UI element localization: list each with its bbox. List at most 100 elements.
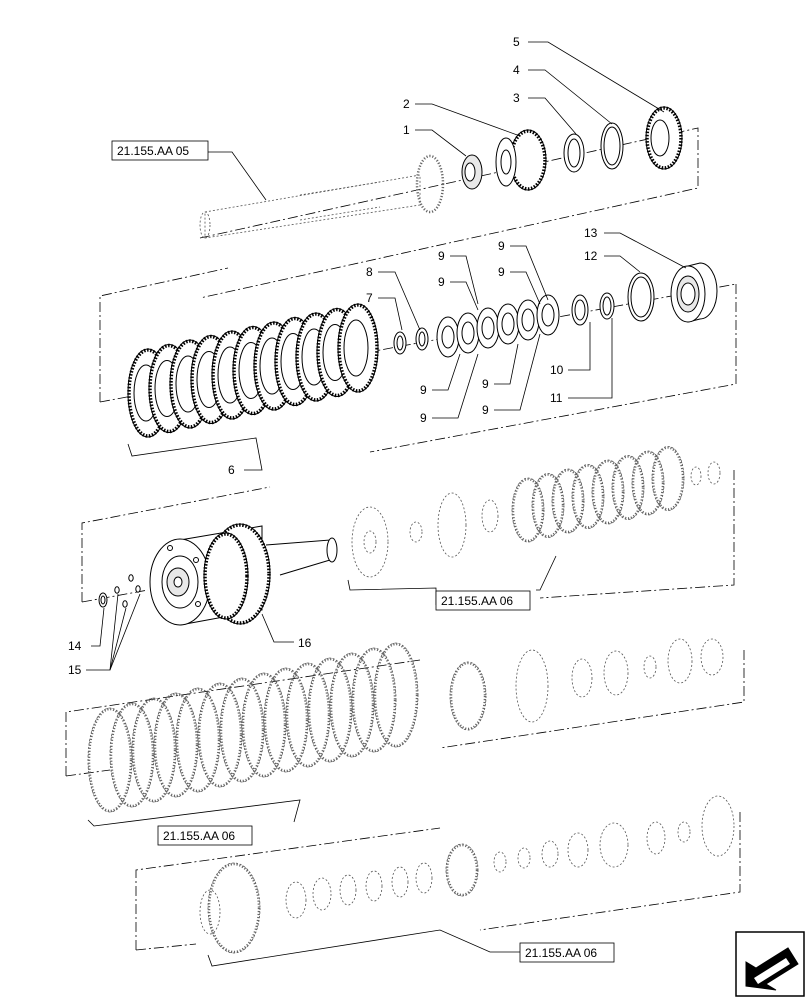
ghost-ring bbox=[285, 881, 307, 919]
ghost-clutch-disc-teeth bbox=[611, 455, 645, 520]
part-6-clutch-discs bbox=[127, 303, 379, 438]
ghost-ring bbox=[690, 466, 702, 486]
ghost-clutch-disc-teeth bbox=[131, 697, 177, 803]
group-1-input-shaft bbox=[199, 106, 699, 299]
ghost-ring bbox=[391, 866, 409, 898]
ghost-clutch-disc-teeth bbox=[329, 652, 375, 758]
part-13-bearing bbox=[670, 262, 718, 323]
group-4-ghost-clutch-pack bbox=[65, 638, 745, 813]
ghost-ring bbox=[646, 821, 666, 855]
reference-box-b[interactable]: 21.155.AA 06 bbox=[157, 825, 253, 846]
ghost-bearing bbox=[667, 638, 693, 684]
ghost-clutch-disc-teeth bbox=[263, 667, 309, 773]
callout-9h: 9 bbox=[482, 403, 489, 417]
ghost-clutch-disc-teeth bbox=[531, 473, 565, 538]
part-7-ring bbox=[393, 331, 407, 355]
ghost-clutch-disc-teeth bbox=[153, 692, 199, 798]
ghost-gear-teeth bbox=[449, 661, 487, 731]
washer-bore bbox=[441, 325, 455, 349]
washer-bore bbox=[521, 308, 535, 332]
ghost-ring bbox=[365, 870, 383, 902]
callout-5: 5 bbox=[513, 35, 520, 49]
part-1-bearing bbox=[461, 154, 483, 190]
ghost-clutch-disc-teeth bbox=[307, 657, 353, 763]
part-2-gear bbox=[495, 129, 547, 191]
callout-12: 12 bbox=[584, 249, 598, 263]
callout-9a: 9 bbox=[438, 249, 445, 263]
washer-bore bbox=[541, 303, 555, 327]
ghost-clutch-disc-teeth bbox=[285, 662, 331, 768]
ghost-sleeve-teeth bbox=[445, 843, 479, 897]
ghost-ring bbox=[541, 840, 559, 868]
callout-15: 15 bbox=[68, 663, 82, 677]
ghost-clutch-disc-teeth bbox=[551, 468, 585, 534]
ghost-ring bbox=[599, 822, 629, 868]
washer-bore bbox=[501, 312, 515, 336]
ghost-components-row4 bbox=[87, 638, 724, 813]
ghost-ring bbox=[567, 832, 589, 868]
part-9-washers bbox=[436, 294, 560, 358]
washer-bore bbox=[461, 321, 475, 345]
callout-9f: 9 bbox=[420, 411, 427, 425]
part-3-ring bbox=[563, 133, 585, 173]
part-15-pins bbox=[114, 574, 141, 608]
ghost-hub bbox=[351, 506, 389, 578]
callout-8: 8 bbox=[366, 265, 373, 279]
ghost-ring bbox=[677, 821, 691, 843]
callout-4: 4 bbox=[513, 63, 520, 77]
callout-9c: 9 bbox=[498, 239, 505, 253]
ghost-shaft-end bbox=[199, 889, 221, 935]
clutch-disc-teeth bbox=[337, 303, 379, 393]
reference-label-top: 21.155.AA 05 bbox=[117, 144, 189, 158]
part-16-clutch-drum bbox=[149, 523, 338, 626]
callout-9g: 9 bbox=[482, 377, 489, 391]
reference-label-c: 21.155.AA 06 bbox=[525, 946, 597, 960]
reference-box-top[interactable]: 21.155.AA 05 bbox=[111, 140, 209, 161]
ghost-components-row3 bbox=[351, 446, 721, 578]
callout-11: 11 bbox=[550, 391, 563, 405]
part-5-gear bbox=[645, 106, 683, 170]
clutch-disc-bore bbox=[343, 319, 369, 377]
callout-3: 3 bbox=[513, 91, 520, 105]
ghost-gear bbox=[207, 862, 261, 954]
arrow-navigation-icon[interactable] bbox=[735, 931, 805, 997]
ghost-clutch-disc-teeth bbox=[373, 642, 419, 748]
ghost-ring bbox=[493, 851, 507, 873]
ghost-ring bbox=[603, 650, 629, 696]
ghost-ring bbox=[701, 795, 735, 857]
leader-lines bbox=[86, 41, 687, 967]
ghost-clutch-disc-teeth bbox=[241, 672, 287, 778]
ghost-clutch-disc-teeth bbox=[197, 682, 243, 788]
part-12-snap-ring bbox=[627, 272, 655, 322]
reference-box-a[interactable]: 21.155.AA 06 bbox=[435, 590, 531, 611]
ghost-clutch-disc-teeth bbox=[351, 647, 397, 753]
ghost-components-row5 bbox=[199, 795, 735, 954]
callout-9b: 9 bbox=[438, 275, 445, 289]
ghost-ring bbox=[517, 847, 531, 869]
callout-1: 1 bbox=[403, 123, 410, 137]
callout-2: 2 bbox=[403, 97, 410, 111]
callout-13: 13 bbox=[584, 226, 598, 240]
ghost-clutch-disc-teeth bbox=[175, 687, 221, 793]
ghost-ring bbox=[409, 521, 423, 543]
ghost-ring bbox=[415, 862, 433, 894]
group-3-clutch-drum bbox=[81, 446, 735, 626]
ghost-ring bbox=[339, 874, 357, 906]
callout-7: 7 bbox=[366, 291, 373, 305]
part-11-ring bbox=[599, 292, 615, 320]
ghost-ring bbox=[571, 658, 593, 698]
group-2-clutch-pack bbox=[99, 262, 737, 453]
ghost-ring bbox=[643, 655, 657, 679]
callout-14: 14 bbox=[68, 639, 82, 653]
callout-numbers: 5 4 3 2 1 13 12 8 7 9 9 9 9 9 9 9 9 10 1… bbox=[68, 35, 598, 677]
callout-10: 10 bbox=[550, 363, 564, 377]
callout-9d: 9 bbox=[498, 265, 505, 279]
ghost-ring bbox=[312, 877, 332, 911]
ghost-clutch-disc-teeth bbox=[511, 477, 545, 543]
ghost-ring bbox=[700, 638, 724, 676]
reference-label-a: 21.155.AA 06 bbox=[441, 594, 513, 608]
reference-box-c[interactable]: 21.155.AA 06 bbox=[519, 942, 615, 963]
ghost-disc bbox=[437, 492, 467, 558]
shaft-ghost bbox=[199, 154, 445, 239]
